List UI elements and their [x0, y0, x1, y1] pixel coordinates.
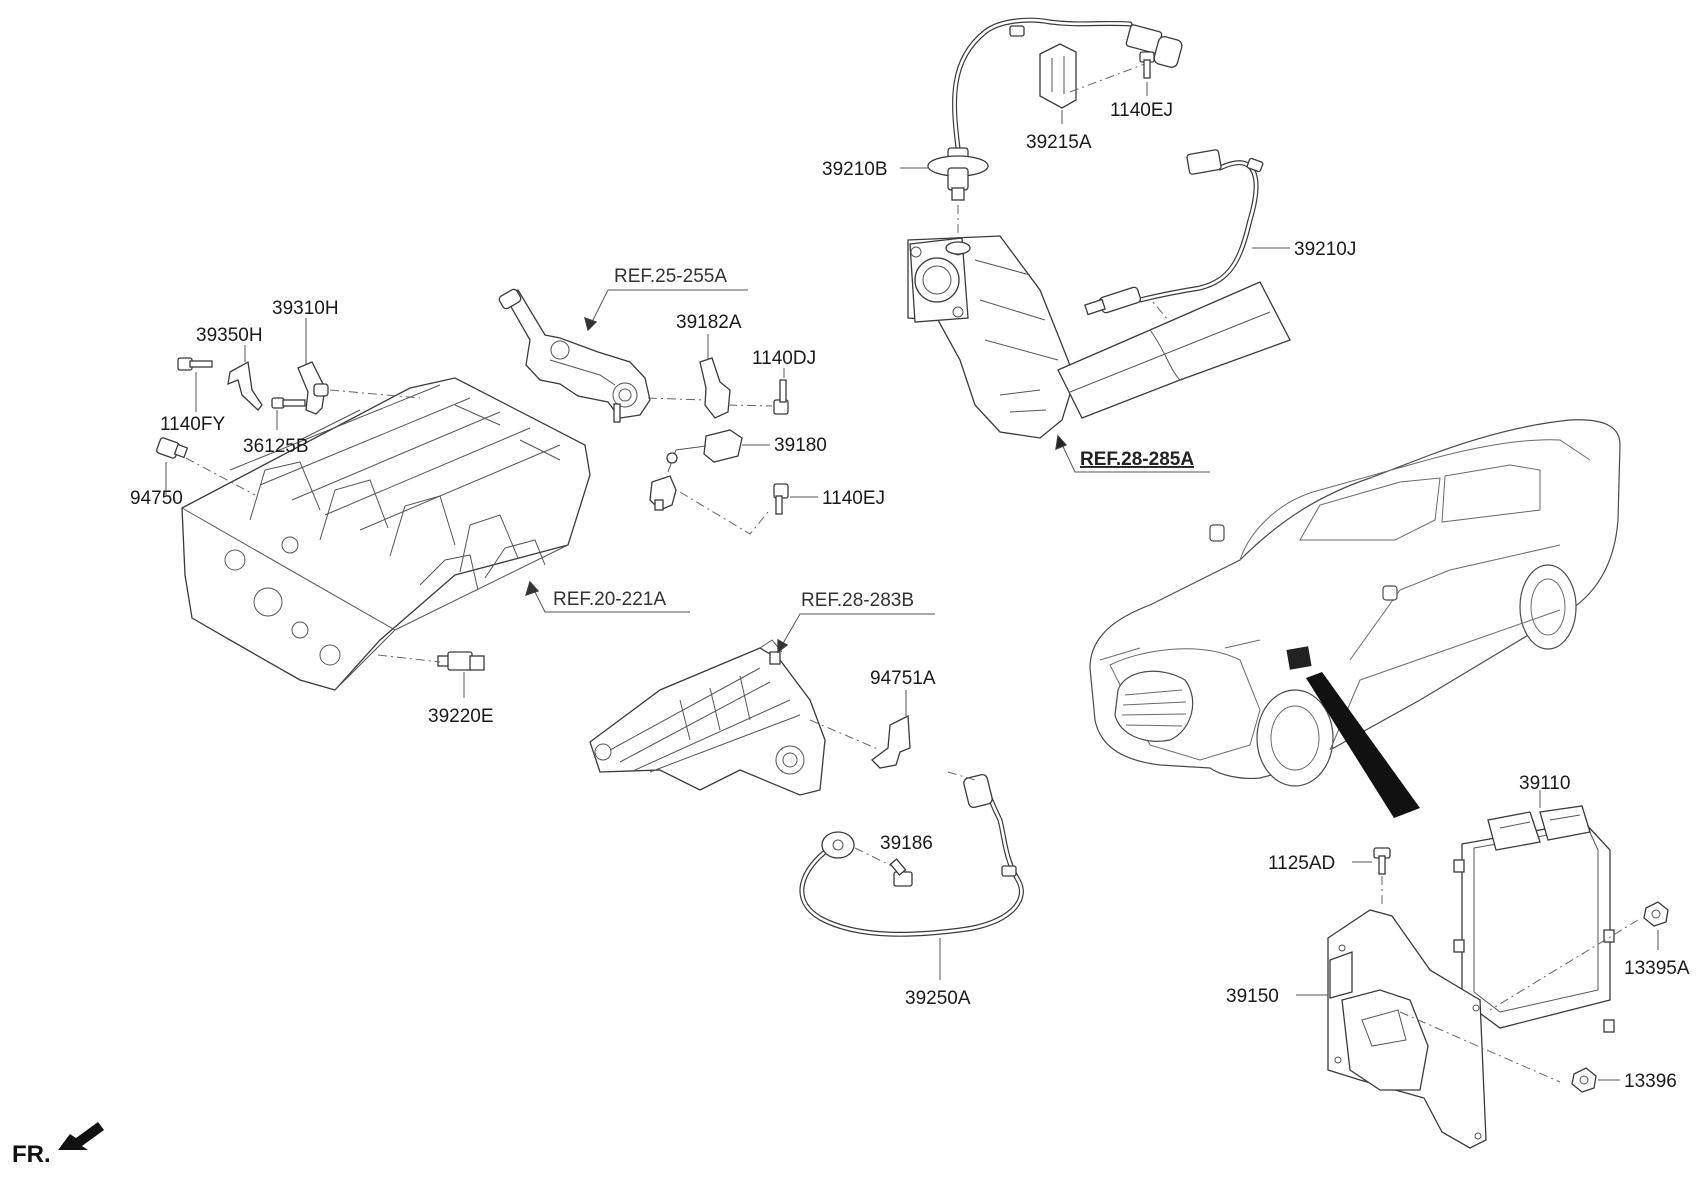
- label-1125ad: 1125AD: [1268, 853, 1335, 874]
- label-39182a: 39182A: [676, 312, 742, 333]
- bolt-1140ej-upper: [1139, 51, 1155, 79]
- ref-20-221a-label: REF.20-221A: [553, 589, 666, 610]
- cam-position-sensor-39310h: [297, 361, 329, 415]
- front-direction-arrow-icon: [58, 1122, 104, 1150]
- label-13395a: 13395A: [1624, 958, 1690, 979]
- knock-sensor-harness-39250a: [799, 773, 1024, 937]
- crank-position-sensor-39180: [649, 429, 743, 511]
- label-1140ej-upper: 1140EJ: [1110, 100, 1173, 121]
- label-39350h: 39350H: [196, 325, 263, 346]
- bolt-1125ad: [1373, 847, 1391, 875]
- label-39215a: 39215A: [1026, 132, 1092, 153]
- bracket-39350h: [227, 360, 263, 411]
- coolant-temp-sensor-39220e: [437, 651, 485, 671]
- nut-13396: [1571, 1067, 1597, 1093]
- ref-25-255a-leader: [587, 289, 748, 331]
- bolt-1140fy: [177, 357, 213, 371]
- label-39186: 39186: [880, 833, 933, 854]
- thermostat-housing: [498, 288, 651, 423]
- ref-28-285a-leader: [1057, 435, 1210, 473]
- label-39310h: 39310H: [272, 298, 339, 319]
- front-direction-label: FR.: [12, 1141, 51, 1168]
- intake-manifold: [589, 639, 826, 796]
- label-39210b: 39210B: [822, 159, 888, 180]
- bolt-1140dj: [773, 379, 789, 415]
- label-39110: 39110: [1519, 773, 1570, 794]
- label-39250a: 39250A: [905, 988, 971, 1009]
- label-36125b: 36125B: [243, 436, 309, 457]
- label-94751a: 94751A: [870, 668, 936, 689]
- label-39180: 39180: [774, 435, 827, 456]
- oxygen-sensor-39210j: [1084, 149, 1264, 316]
- sensor-39182a: [699, 357, 731, 419]
- bolt-39186: [889, 858, 913, 887]
- catalytic-converter: [907, 235, 1076, 439]
- label-39220e: 39220E: [428, 706, 494, 727]
- cylinder-head: [181, 377, 591, 691]
- oxygen-sensor-39210b: [927, 17, 1133, 201]
- label-1140ej-lower: 1140EJ: [822, 488, 885, 509]
- label-1140dj: 1140DJ: [752, 348, 816, 369]
- location-pointer-arrow: [1306, 672, 1420, 818]
- label-1140fy: 1140FY: [160, 414, 225, 435]
- ref-28-283b-leader: [777, 613, 935, 653]
- label-39210j: 39210J: [1294, 239, 1356, 260]
- ref-25-255a-label: REF.25-255A: [614, 266, 727, 287]
- exhaust-pipe: [1057, 281, 1291, 419]
- bracket-94751a: [871, 714, 911, 769]
- front-direction-indicator: FR.: [12, 1122, 104, 1168]
- vehicle-illustration: [1089, 419, 1621, 787]
- bracket-39215a: [1039, 43, 1077, 109]
- ref-28-285a-label: REF.28-285A: [1080, 449, 1194, 470]
- oil-pressure-switch-94750: [156, 437, 189, 459]
- o2-connector-upper: [1125, 24, 1183, 68]
- label-94750: 94750: [130, 488, 183, 509]
- ref-28-283b-label: REF.28-283B: [801, 590, 914, 611]
- bolt-36125b: [271, 397, 306, 409]
- nut-13395a: [1643, 901, 1669, 927]
- bolt-1140ej-lower: [773, 483, 789, 515]
- label-13396: 13396: [1624, 1071, 1677, 1092]
- label-39150: 39150: [1226, 986, 1279, 1007]
